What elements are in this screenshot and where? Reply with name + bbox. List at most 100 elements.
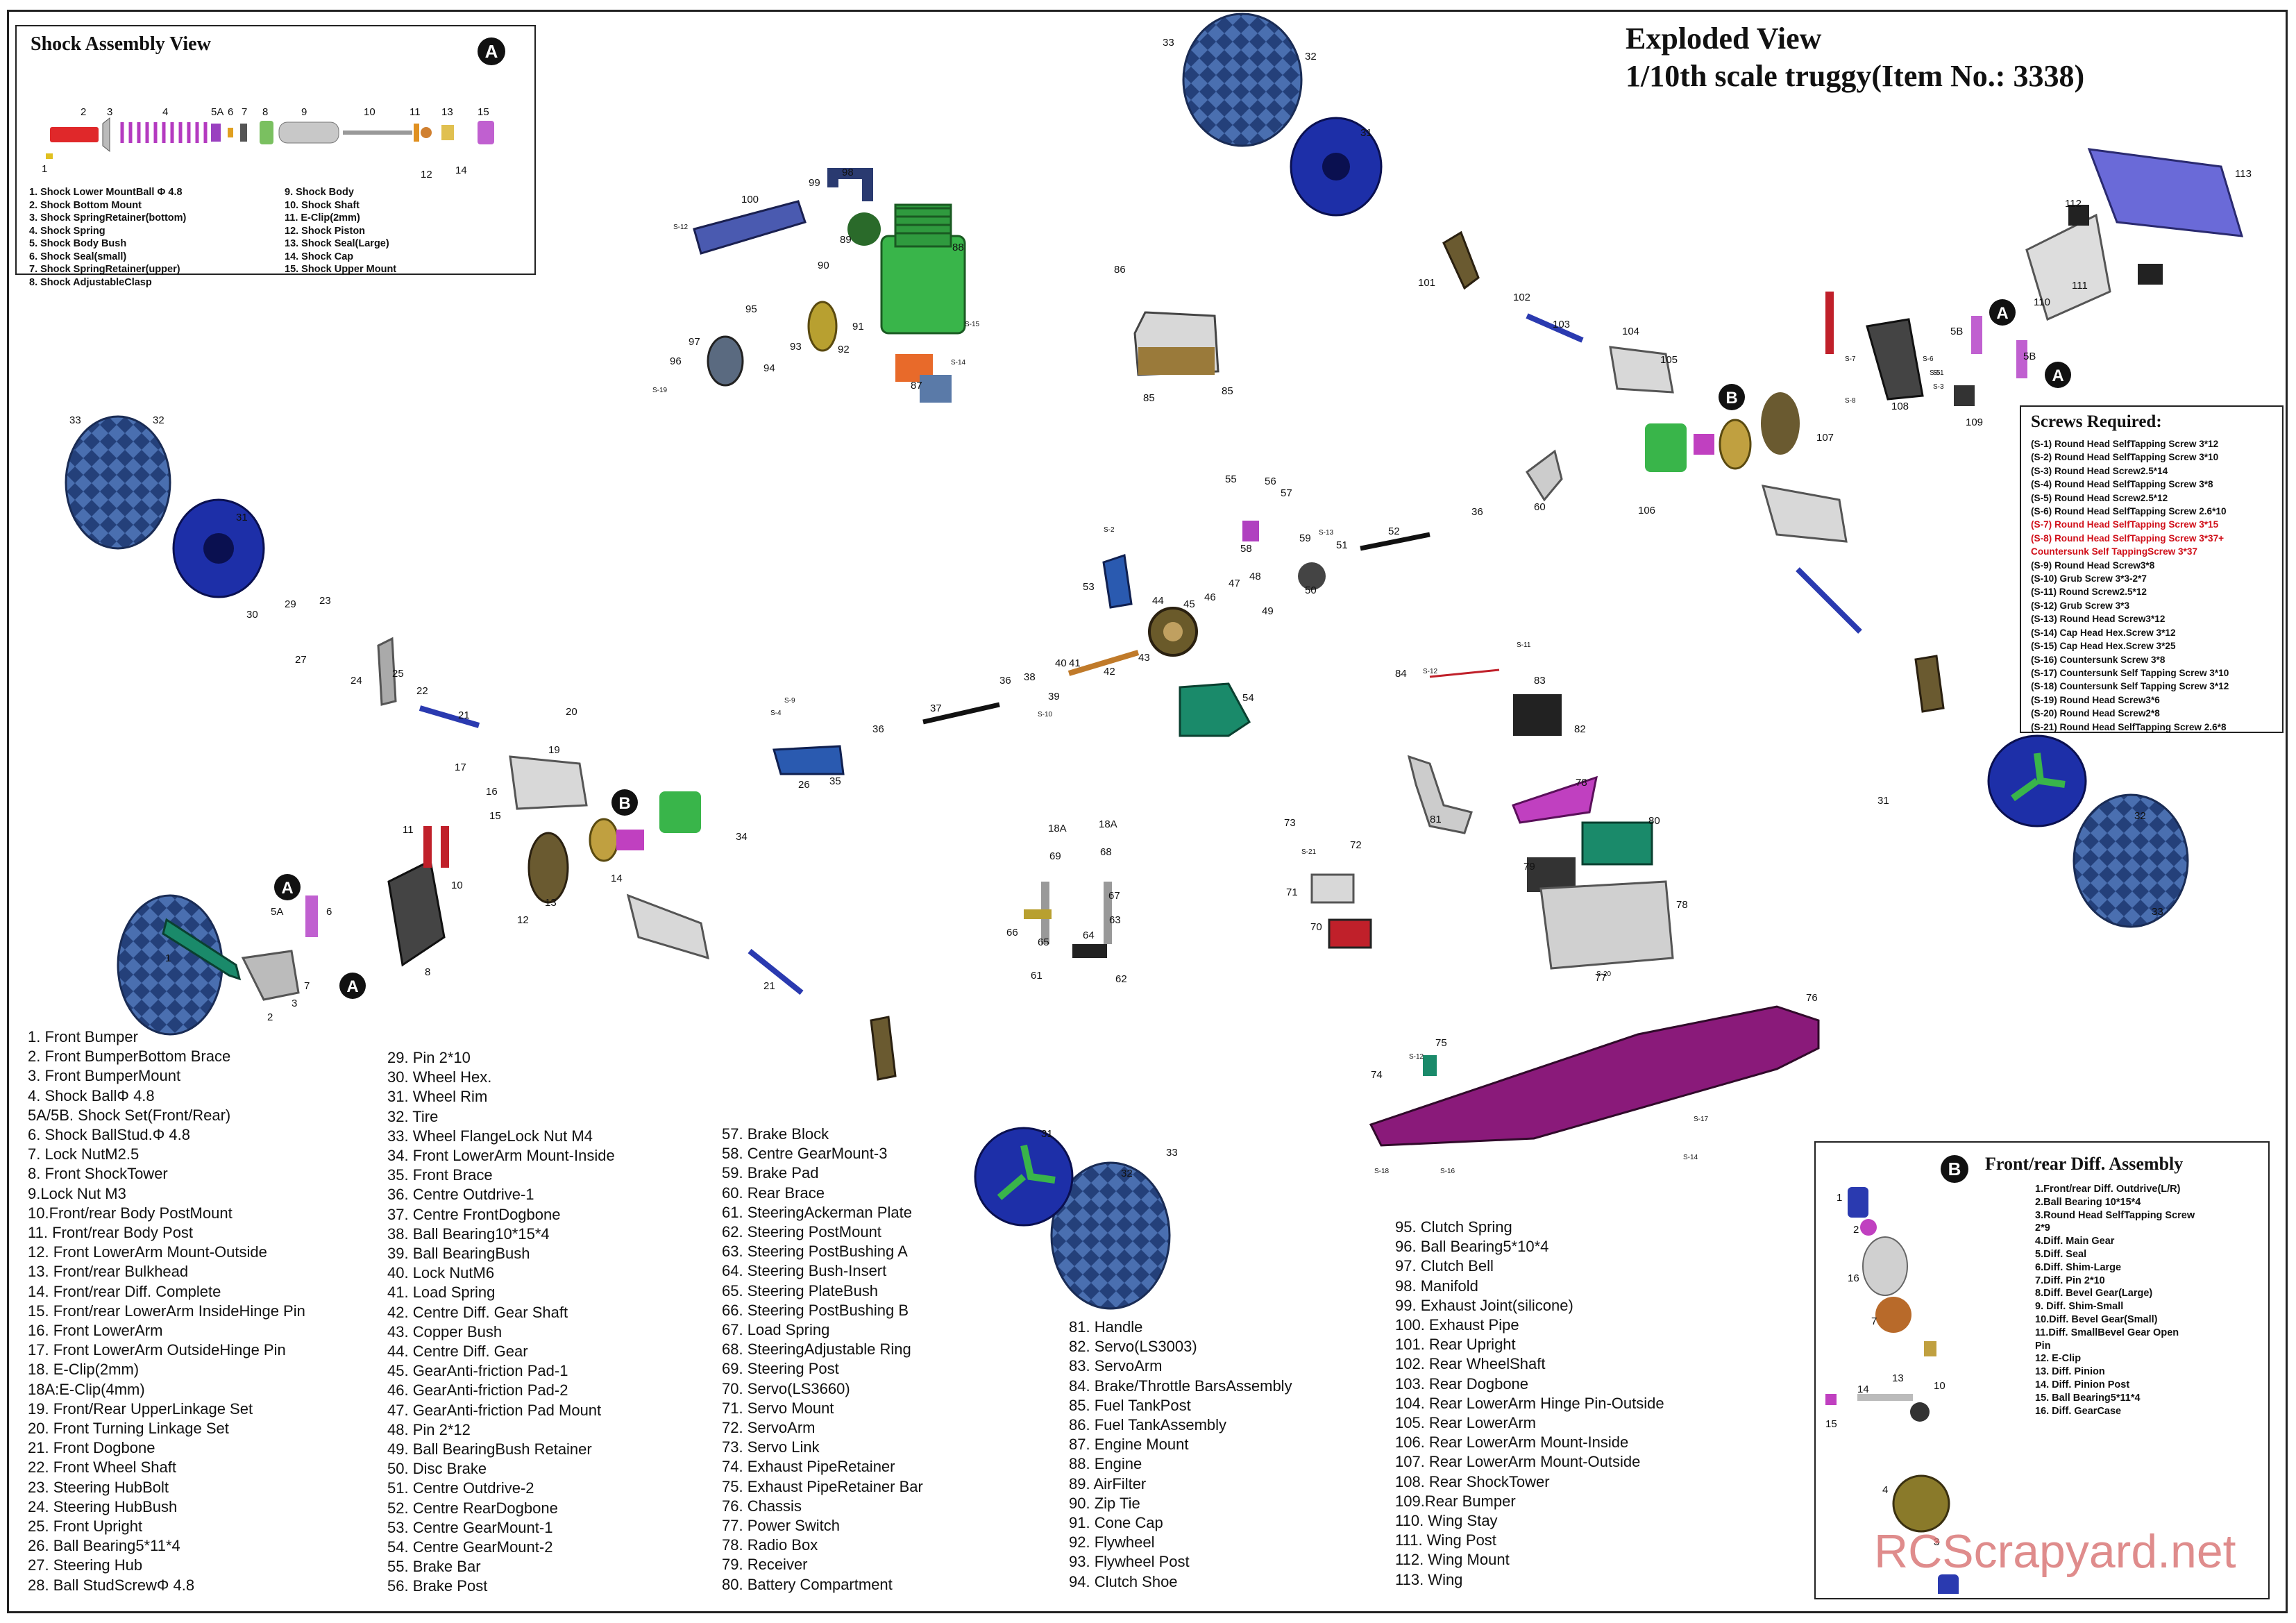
- list-item: 60. Rear Brace: [722, 1184, 825, 1202]
- list-item: 1. Shock Lower MountBall Φ 4.8: [29, 187, 183, 198]
- rim-icon: [1290, 117, 1383, 217]
- diagram-badge-b: B: [1719, 384, 1745, 410]
- flywheel-icon: [807, 301, 838, 352]
- list-item: 28. Ball StudScrewΦ 4.8: [28, 1576, 195, 1594]
- list-item: 9. Shock Body: [285, 187, 354, 198]
- callout-85b: 85: [1222, 385, 1233, 397]
- diagram-badge-a: A: [2045, 362, 2071, 388]
- callout-30: 30: [246, 609, 258, 621]
- callout-65: 65: [1038, 936, 1049, 948]
- list-item: 100. Exhaust Pipe: [1395, 1316, 1519, 1334]
- callout-s7: S-7: [1845, 355, 1856, 363]
- list-item: 26. Ball Bearing5*11*4: [28, 1537, 180, 1555]
- callout-67: 67: [1108, 890, 1120, 902]
- diff-callout-14: 14: [1857, 1384, 1869, 1395]
- shock-label-4: 4: [162, 106, 168, 118]
- callout-78: 78: [1676, 899, 1688, 911]
- callout-27: 27: [295, 654, 307, 666]
- list-item: 10.Diff. Bevel Gear(Small): [2035, 1313, 2158, 1325]
- diff-exploded-art: 1 2 16 7 13 14 15 10 4 3: [1825, 1187, 1959, 1594]
- diff-outdrive-icon: [1848, 1187, 1868, 1218]
- list-item: 6. Shock BallStud.Φ 4.8: [28, 1126, 191, 1144]
- centre-diff-gear-icon: [1148, 607, 1198, 657]
- list-item: 2.Ball Bearing 10*15*4: [2035, 1196, 2141, 1208]
- list-item: 78. Radio Box: [722, 1536, 818, 1554]
- list-item: 76. Chassis: [722, 1497, 802, 1515]
- list-item: (S-11) Round Screw2.5*12: [2031, 587, 2147, 598]
- svg-text:A: A: [1996, 304, 2008, 323]
- list-item: 87. Engine Mount: [1069, 1436, 1189, 1454]
- list-item: 73. Servo Link: [722, 1438, 820, 1456]
- centre-dogbone-icon: [922, 532, 1430, 725]
- shock-ball-icon: [46, 153, 53, 159]
- list-item: 51. Centre Outdrive-2: [387, 1479, 534, 1497]
- list-item: (S-3) Round Head Screw2.5*14: [2031, 465, 2168, 476]
- list-item: 66. Steering PostBushing B: [722, 1301, 909, 1319]
- list-item: 1. Front Bumper: [28, 1028, 138, 1045]
- list-item: 30. Wheel Hex.: [387, 1068, 492, 1086]
- callout-73: 73: [1284, 817, 1296, 829]
- callout-32r: 32: [2134, 810, 2146, 822]
- list-item: 98. Manifold: [1395, 1277, 1478, 1295]
- screws-box: Screws Required: (S-1) Round Head SelfTa…: [2020, 405, 2284, 733]
- callout-104: 104: [1622, 326, 1639, 337]
- list-item: 102. Rear WheelShaft: [1395, 1355, 1546, 1373]
- callout-s5: S-5: [1930, 369, 1941, 377]
- list-item: 80. Battery Compartment: [722, 1575, 893, 1593]
- callout-5a: 5A: [271, 906, 283, 918]
- list-item: 97. Clutch Bell: [1395, 1257, 1494, 1275]
- callout-7: 7: [304, 980, 310, 992]
- list-item: 111. Wing Post: [1395, 1531, 1496, 1549]
- brake-bar-icon: [1242, 521, 1259, 541]
- svg-text:B: B: [618, 794, 630, 813]
- list-item: 79. Receiver: [722, 1556, 808, 1574]
- callout-31t: 31: [1360, 127, 1372, 139]
- list-item: 44. Centre Diff. Gear: [387, 1343, 528, 1361]
- list-item: 47. GearAnti-friction Pad Mount: [387, 1401, 602, 1419]
- list-item: 64. Steering Bush-Insert: [722, 1262, 887, 1280]
- shock-label-14: 14: [455, 165, 467, 176]
- callout-33: 33: [69, 414, 81, 426]
- callout-97: 97: [689, 336, 700, 348]
- callout-112: 112: [2065, 198, 2082, 210]
- list-item: 42. Centre Diff. Gear Shaft: [387, 1303, 568, 1321]
- callout-56: 56: [1265, 476, 1276, 487]
- list-item: 103. Rear Dogbone: [1395, 1374, 1529, 1393]
- list-item: 36. Centre Outdrive-1: [387, 1186, 534, 1204]
- lower-arm-mount-icon: [659, 791, 701, 833]
- list-item: 71. Servo Mount: [722, 1399, 834, 1417]
- callout-92: 92: [838, 344, 850, 355]
- list-item: 90. Zip Tie: [1069, 1494, 1140, 1512]
- list-item: 54. Centre GearMount-2: [387, 1538, 553, 1556]
- tire-icon: [1050, 1161, 1171, 1310]
- callout-33f: 33: [1166, 1147, 1178, 1159]
- callout-60: 60: [1534, 501, 1546, 513]
- shock-label-3: 3: [107, 106, 112, 118]
- callout-21: 21: [458, 709, 470, 721]
- list-item: 92. Flywheel: [1069, 1533, 1155, 1551]
- callout-113: 113: [2235, 168, 2252, 180]
- rim-icon: [974, 1127, 1074, 1227]
- exhaust-retainer-bar-icon: [1423, 1055, 1437, 1076]
- list-item: 24. Steering HubBush: [28, 1497, 178, 1515]
- callout-22: 22: [416, 685, 428, 697]
- list-item: (S-17) Countersunk Self Tapping Screw 3*…: [2031, 667, 2229, 678]
- diff-callout-10: 10: [1934, 1380, 1945, 1392]
- list-item: 33. Wheel FlangeLock Nut M4: [387, 1127, 593, 1145]
- list-item: 35. Front Brace: [387, 1166, 493, 1184]
- callout-18a-b: 18A: [1099, 818, 1117, 830]
- callout-82: 82: [1574, 723, 1586, 735]
- list-item: 109.Rear Bumper: [1395, 1492, 1516, 1510]
- list-item: 45. GearAnti-friction Pad-1: [387, 1362, 568, 1380]
- svg-text:A: A: [2052, 367, 2063, 385]
- centre-gear-mount-icon: [1179, 682, 1251, 737]
- list-item: 108. Rear ShockTower: [1395, 1472, 1550, 1490]
- callout-s20: S-20: [1596, 970, 1612, 978]
- callout-80: 80: [1648, 815, 1660, 827]
- list-item: 13. Shock Seal(Large): [285, 238, 389, 249]
- callout-43: 43: [1138, 652, 1150, 664]
- diff-callout-7: 7: [1871, 1315, 1877, 1327]
- callout-s9: S-9: [784, 697, 795, 705]
- list-item: Pin: [2035, 1340, 2051, 1352]
